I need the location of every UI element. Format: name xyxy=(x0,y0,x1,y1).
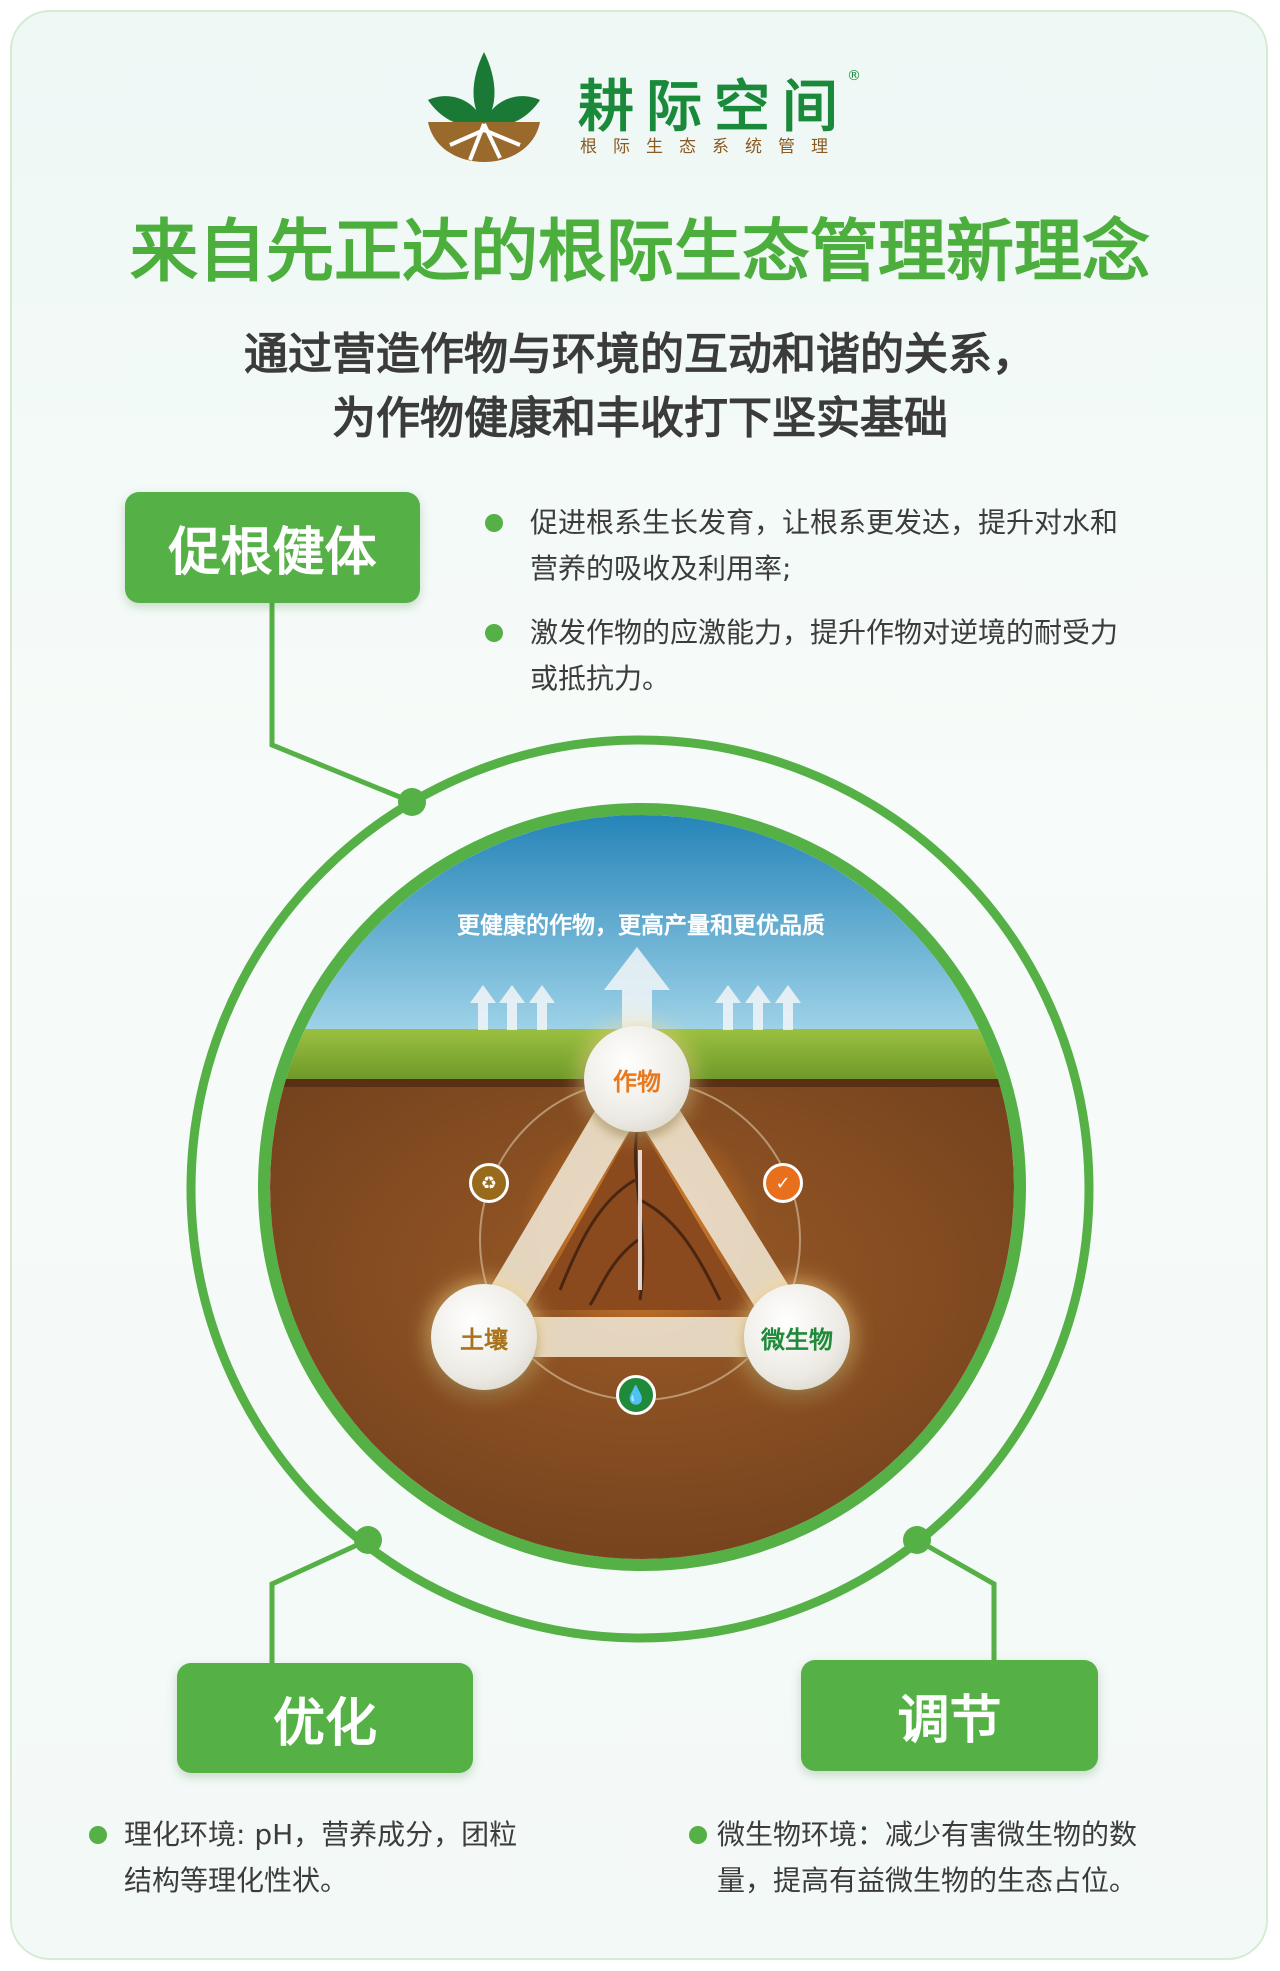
up-arrows xyxy=(470,947,801,1032)
bullet-dot xyxy=(689,1826,707,1844)
registered-mark: ® xyxy=(847,68,861,84)
bullet-dot xyxy=(485,514,503,532)
bullet-line: 微生物环境：减少有害微生物的数 xyxy=(717,1818,1138,1851)
bullet-line: 或抵抗力。 xyxy=(530,662,671,695)
regulate-label: 调节 xyxy=(801,1660,1098,1771)
bullet-dot xyxy=(89,1826,107,1844)
connector-right xyxy=(915,1537,997,1660)
regulate-bullet: 微生物环境：减少有害微生物的数 量，提高有益微生物的生态占位。 xyxy=(717,1812,1137,1904)
bullet-line: 理化环境: pH，营养成分，团粒 xyxy=(124,1818,518,1851)
bullet-line: 量，提高有益微生物的生态占位。 xyxy=(717,1864,1138,1897)
optimize-bullet: 理化环境: pH，营养成分，团粒 结构等理化性状。 xyxy=(124,1812,517,1904)
bullet-line: 促进根系生长发育，让根系更发达，提升对水和 xyxy=(530,506,1119,539)
node-crop: 作物 xyxy=(584,1026,690,1132)
diagram-headline: 更健康的作物，更高产量和更优品质 xyxy=(457,913,825,939)
recycle-leaf-icon: ♻ xyxy=(469,1163,509,1203)
brand-name: 耕际空间 xyxy=(578,75,850,140)
bullet-line: 结构等理化性状。 xyxy=(124,1864,349,1897)
root-bullet-1: 促进根系生长发育，让根系更发达，提升对水和 营养的吸收及利用率; xyxy=(530,500,1118,592)
page-title: 来自先正达的根际生态管理新理念 xyxy=(129,213,1150,292)
root-health-label: 促根健体 xyxy=(125,492,420,603)
bullet-line: 营养的吸收及利用率; xyxy=(530,552,792,585)
bullet-dot xyxy=(485,624,503,642)
water-drops-icon: 💧 xyxy=(616,1375,656,1415)
node-microbe: 微生物 xyxy=(744,1284,850,1390)
shield-check-icon: ✓ xyxy=(763,1163,803,1203)
subtitle-line-1: 通过营造作物与环境的互动和谐的关系， xyxy=(244,329,1036,380)
logo-mark xyxy=(428,52,540,162)
subtitle-line-2: 为作物健康和丰收打下坚实基础 xyxy=(332,393,948,444)
root-bullet-2: 激发作物的应激能力，提升作物对逆境的耐受力 或抵抗力。 xyxy=(530,610,1118,702)
node-soil: 土壤 xyxy=(431,1284,537,1390)
outer-ring xyxy=(186,735,1094,1643)
connector-top xyxy=(269,603,413,805)
brand-tagline: 根际生态系统管理 xyxy=(580,137,844,157)
bullet-line: 激发作物的应激能力，提升作物对逆境的耐受力 xyxy=(530,616,1119,649)
optimize-label: 优化 xyxy=(177,1663,473,1773)
connector-left xyxy=(269,1537,370,1663)
